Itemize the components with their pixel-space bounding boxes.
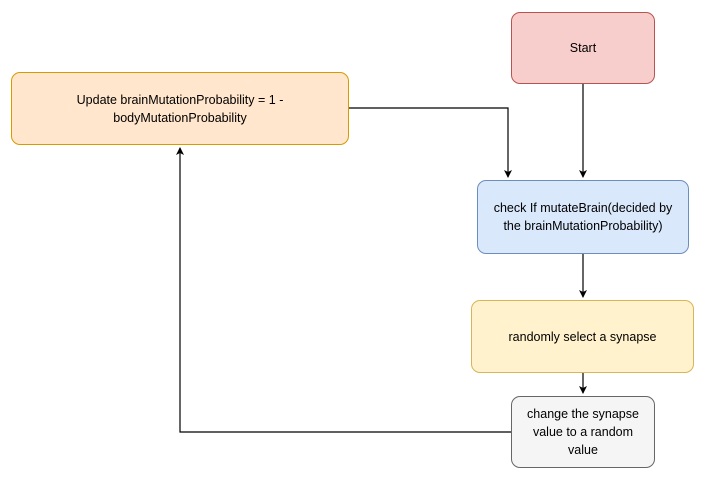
update-probability-label: Update brainMutationProbability = 1 - bo… [76,93,284,125]
start-node: Start [511,12,655,84]
check-mutate-brain-label: check If mutateBrain(decided by the brai… [493,201,673,233]
select-synapse-node: randomly select a synapse [471,300,694,373]
change-synapse-label: change the synapse value to a random val… [527,407,639,457]
select-synapse-label: randomly select a synapse [508,329,657,344]
update-probability-node: Update brainMutationProbability = 1 - bo… [11,72,349,145]
start-node-label: Start [569,41,597,55]
change-synapse-node: change the synapse value to a random val… [511,396,655,468]
edge-change-to-update [176,147,511,433]
edge-update-to-check [349,107,512,178]
check-mutate-brain-node: check If mutateBrain(decided by the brai… [477,180,689,254]
